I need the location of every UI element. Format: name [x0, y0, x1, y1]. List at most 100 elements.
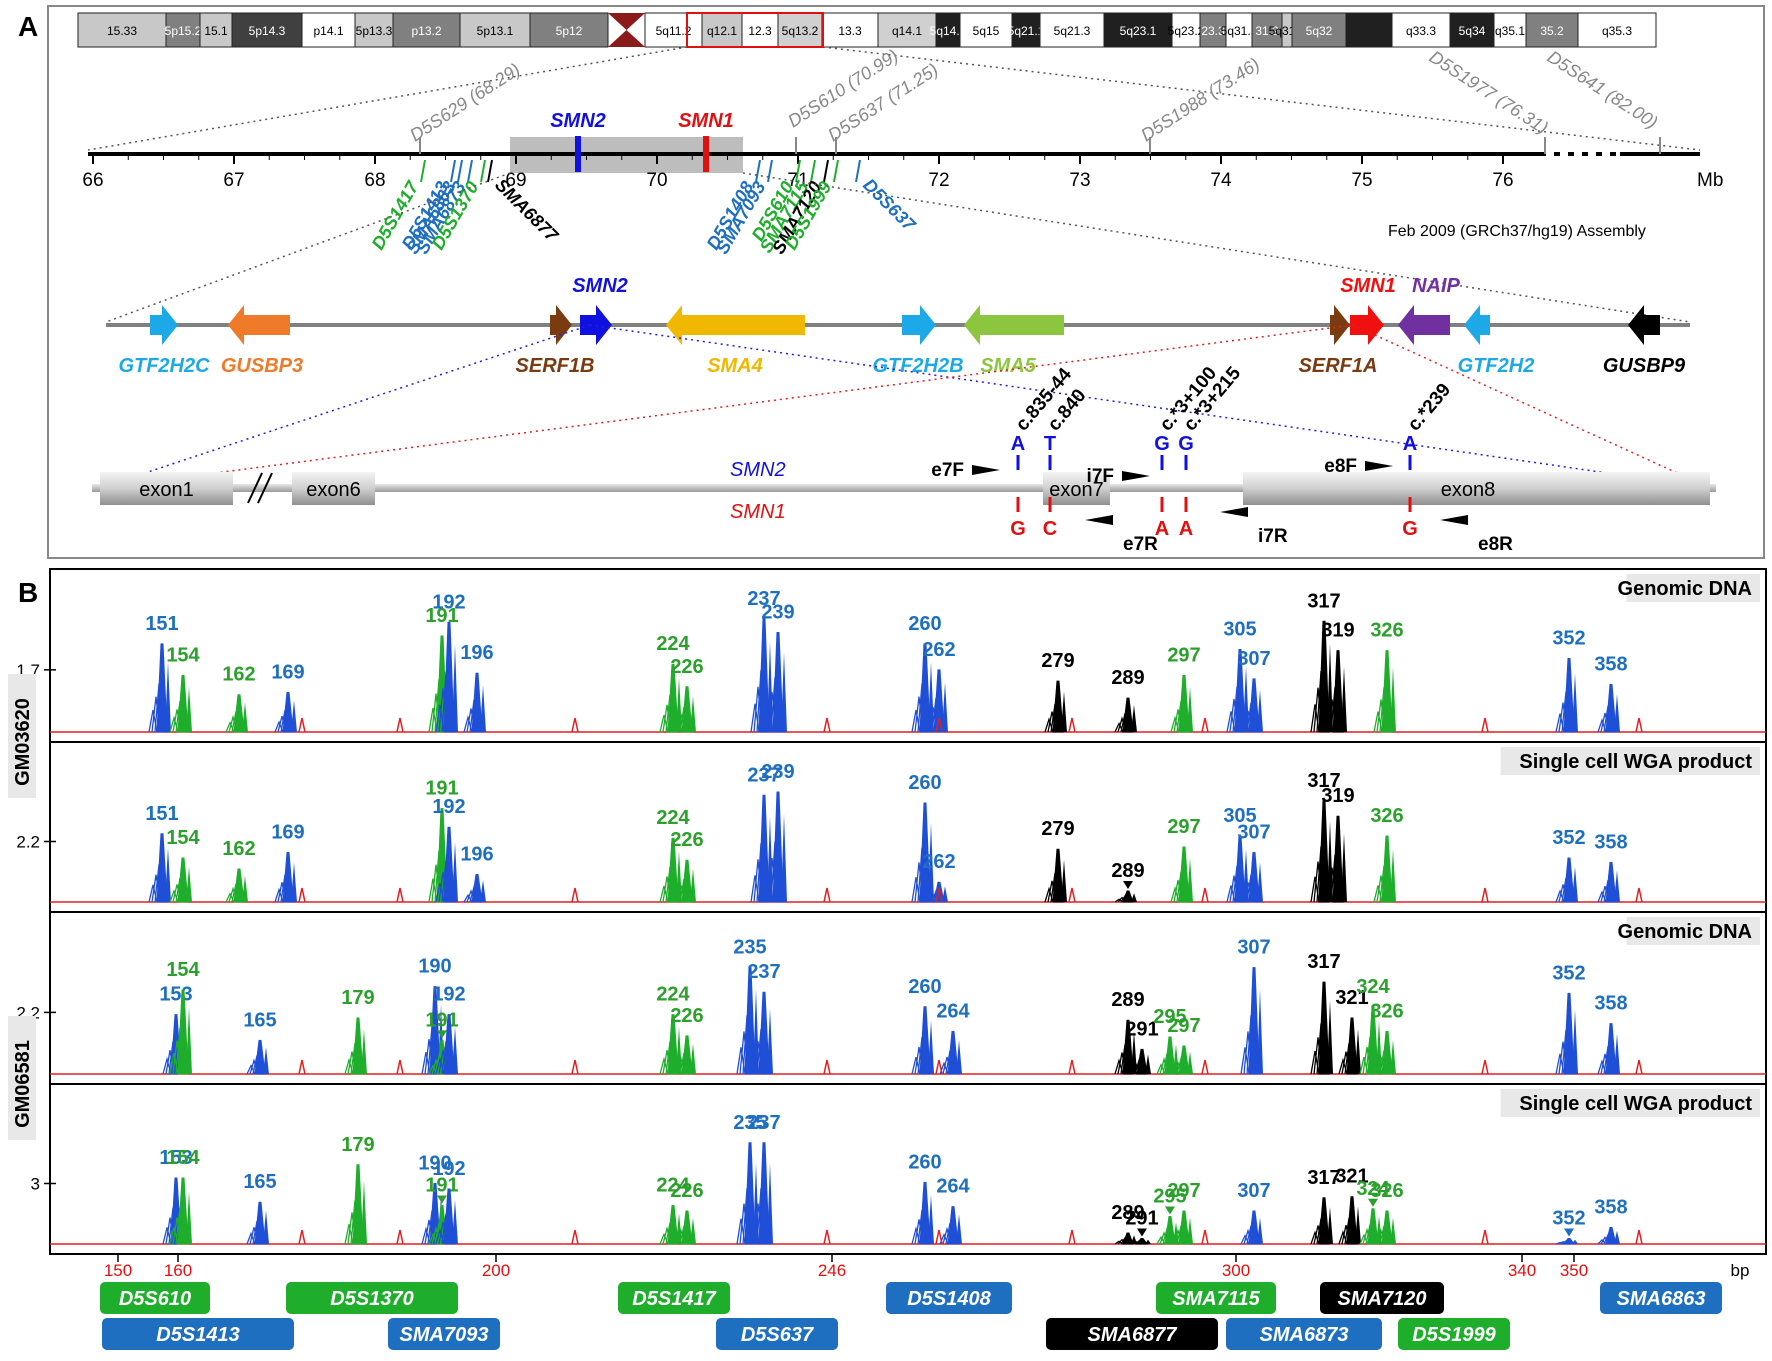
peak-label: 153	[159, 1147, 192, 1169]
gene-label: GUSBP9	[1603, 355, 1686, 377]
peak-label: 226	[670, 656, 703, 678]
mb-axis-unit: Mb	[1697, 170, 1723, 191]
variant-smn1-base: C	[1043, 518, 1057, 540]
peak-label: 324	[1356, 976, 1390, 998]
allele-peak-shoulder	[767, 1163, 773, 1244]
allele-peak	[282, 852, 294, 903]
peak-arrowhead	[1564, 1228, 1574, 1237]
allele-peak	[744, 967, 756, 1075]
allele-peak-shoulder	[452, 644, 458, 732]
primer-arrow	[1085, 515, 1113, 525]
marker-box-label: SMA7093	[400, 1324, 489, 1346]
bottom-marker-label: SMA6877	[491, 175, 562, 246]
mb-tick-label: 73	[1069, 170, 1090, 191]
allele-peak-shoulder	[942, 886, 948, 902]
chromosome-band-label: 35.2	[1540, 24, 1564, 38]
variant-smn1-base: G	[1402, 518, 1418, 540]
size-standard-peak	[1068, 1059, 1076, 1075]
size-standard-peak	[1201, 1059, 1209, 1075]
exon-box	[292, 472, 375, 505]
chromosome-band	[777, 12, 823, 48]
transcript-smn1-label: SMN1	[730, 501, 786, 523]
peak-label: 264	[936, 1176, 970, 1198]
allele-peak-shoulder	[1572, 1239, 1578, 1244]
variant-smn1-base: A	[1155, 518, 1169, 540]
peak-label: 224	[656, 807, 690, 829]
marker-box	[102, 1318, 294, 1350]
chromosome-band-label: q12.1	[707, 24, 737, 38]
chromosome-band-label: 5q15	[973, 24, 1000, 38]
peak-label: 352	[1552, 628, 1585, 650]
peak-label: 192	[432, 984, 465, 1006]
allele-peak	[1122, 890, 1134, 903]
allele-peak-shoulder	[928, 822, 934, 902]
centromere	[608, 13, 645, 47]
allele-peak	[471, 672, 483, 733]
size-standard-peak	[298, 1229, 306, 1245]
y-tick-label: 2.2	[16, 833, 40, 852]
chromosome-band-label: 5p13.1	[477, 24, 514, 38]
size-standard-peak	[823, 1229, 831, 1245]
peak-label: 260	[908, 976, 941, 998]
exon-label: exon7	[1049, 479, 1104, 501]
peak-label: 297	[1167, 1180, 1200, 1202]
peak-label: 326	[1370, 620, 1403, 642]
allele-peak-shoulder	[928, 1020, 934, 1074]
peak-label: 352	[1552, 1208, 1585, 1230]
trace-title: Genomic DNA	[1618, 921, 1752, 943]
allele-peak-shoulder	[1614, 870, 1620, 902]
peak-label: 319	[1321, 620, 1354, 642]
gene-arrow	[1350, 305, 1384, 345]
allele-peak-shoulder	[1243, 849, 1249, 902]
allele-peak	[1605, 684, 1617, 733]
allele-peak	[758, 1142, 770, 1245]
allele-peak-shoulder	[690, 1217, 696, 1244]
marker-box	[1600, 1282, 1722, 1314]
peak-label: 260	[908, 772, 941, 794]
peak-label: 291	[1125, 1018, 1158, 1040]
top-marker-label: D5S629 (68.29)	[406, 59, 523, 145]
trace-title: Genomic DNA	[1618, 578, 1752, 600]
bottom-marker-tick	[487, 159, 493, 183]
allele-peak	[1052, 680, 1064, 733]
allele-peak	[1563, 1238, 1575, 1245]
allele-peak-shoulder	[1390, 666, 1396, 732]
gene-arrow	[1398, 305, 1450, 345]
allele-peak-shoulder	[242, 702, 248, 732]
peak-label: 297	[1167, 1015, 1200, 1037]
marker-box	[1320, 1282, 1444, 1314]
peak-label: 191	[425, 1009, 458, 1031]
allele-peak-shoulder	[1327, 1000, 1333, 1074]
peak-label: 358	[1594, 993, 1627, 1015]
bp-tick-label: 150	[104, 1261, 132, 1280]
chromosome-band-label: 5p12	[556, 24, 583, 38]
assembly-label: Feb 2009 (GRCh37/hg19) Assembly	[1388, 223, 1646, 240]
smn1-zoom-left	[99, 324, 1354, 489]
chromosome-band-label: 15.33	[107, 24, 137, 38]
allele-peak	[1248, 1210, 1260, 1245]
allele-peak-shoulder	[1572, 1009, 1578, 1074]
marker-box-label: D5S1999	[1412, 1324, 1496, 1346]
chromosome-band-label: 13.3	[838, 24, 862, 38]
variant-smn2-base: A	[1011, 433, 1025, 455]
peak-arrowhead	[1123, 881, 1133, 889]
allele-peak-shoulder	[1257, 862, 1263, 902]
allele-peak	[758, 991, 770, 1075]
primer-arrow	[1220, 507, 1248, 517]
peak-label: 321	[1335, 987, 1368, 1009]
chromosome-band-label: 5q21.3	[1054, 24, 1091, 38]
marker-box	[618, 1282, 730, 1314]
allele-peak	[443, 1188, 455, 1245]
allele-peak-shoulder	[1614, 694, 1620, 732]
mb-tick-label: 66	[82, 170, 103, 191]
allele-peak	[1381, 650, 1393, 733]
allele-peak-shoulder	[263, 1210, 269, 1244]
peak-label: 154	[166, 827, 200, 849]
bp-tick-label: 160	[164, 1261, 192, 1280]
allele-peak-shoulder	[1061, 859, 1067, 902]
exon-label: exon6	[306, 479, 361, 501]
allele-peak-shoulder	[1187, 686, 1193, 732]
